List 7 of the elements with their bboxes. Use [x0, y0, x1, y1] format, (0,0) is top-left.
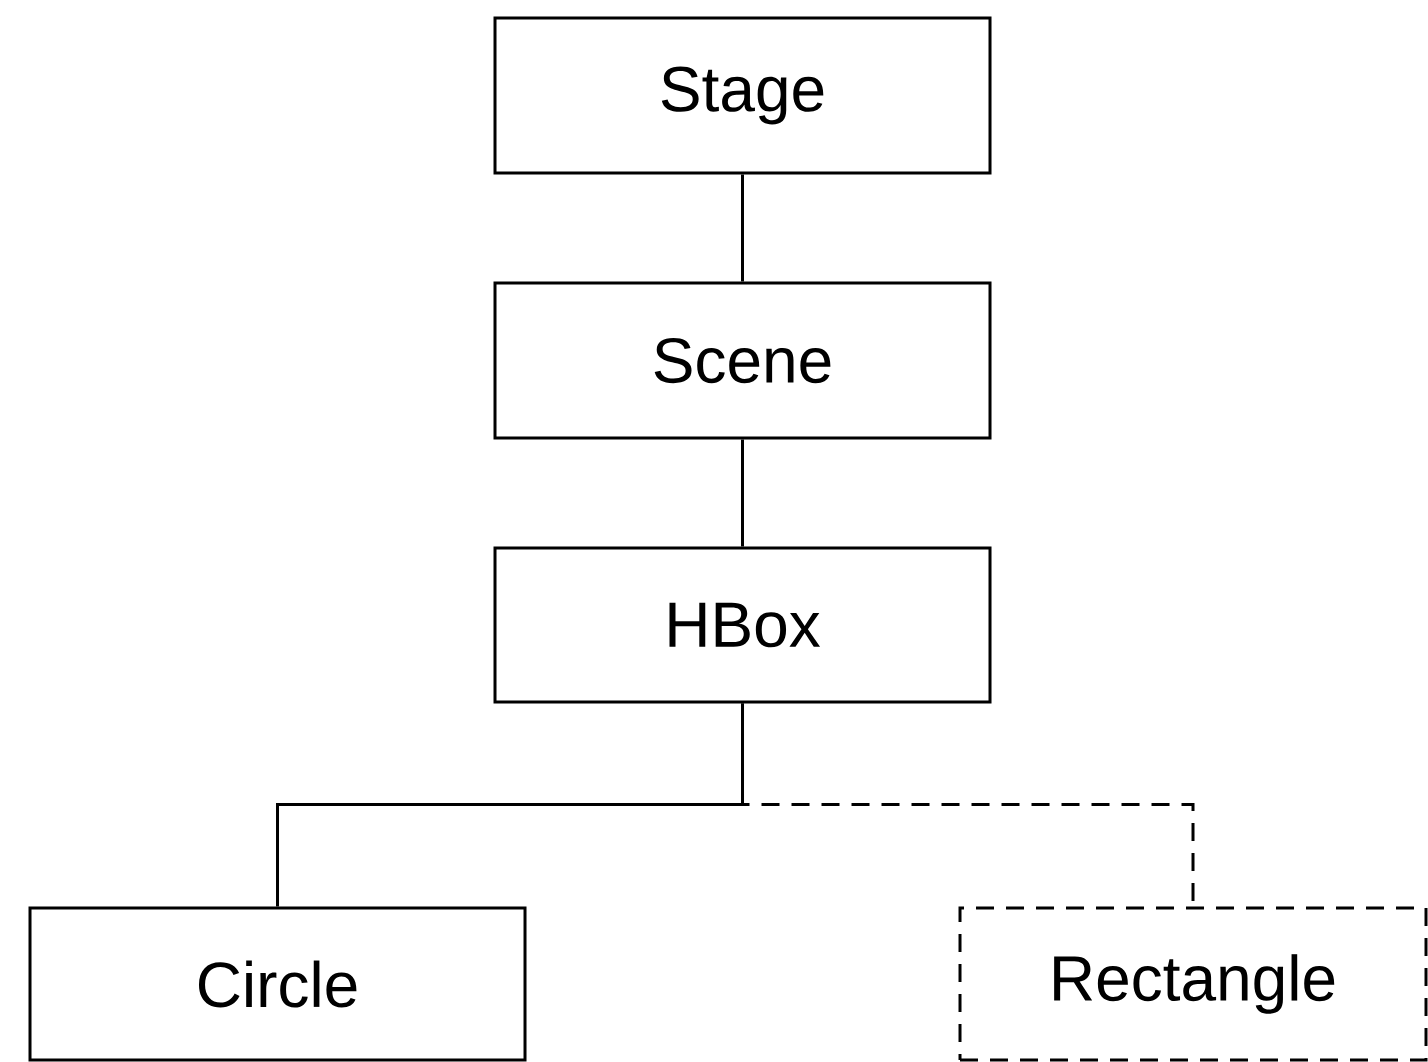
class-box: HBox	[493, 546, 992, 704]
class-box: Circle	[28, 906, 527, 1062]
connector-line	[741, 174, 744, 282]
class-box: Rectangle	[958, 906, 1428, 1062]
class-box: Scene	[493, 281, 992, 440]
connector-line	[741, 439, 744, 547]
class-box: Stage	[493, 16, 992, 175]
